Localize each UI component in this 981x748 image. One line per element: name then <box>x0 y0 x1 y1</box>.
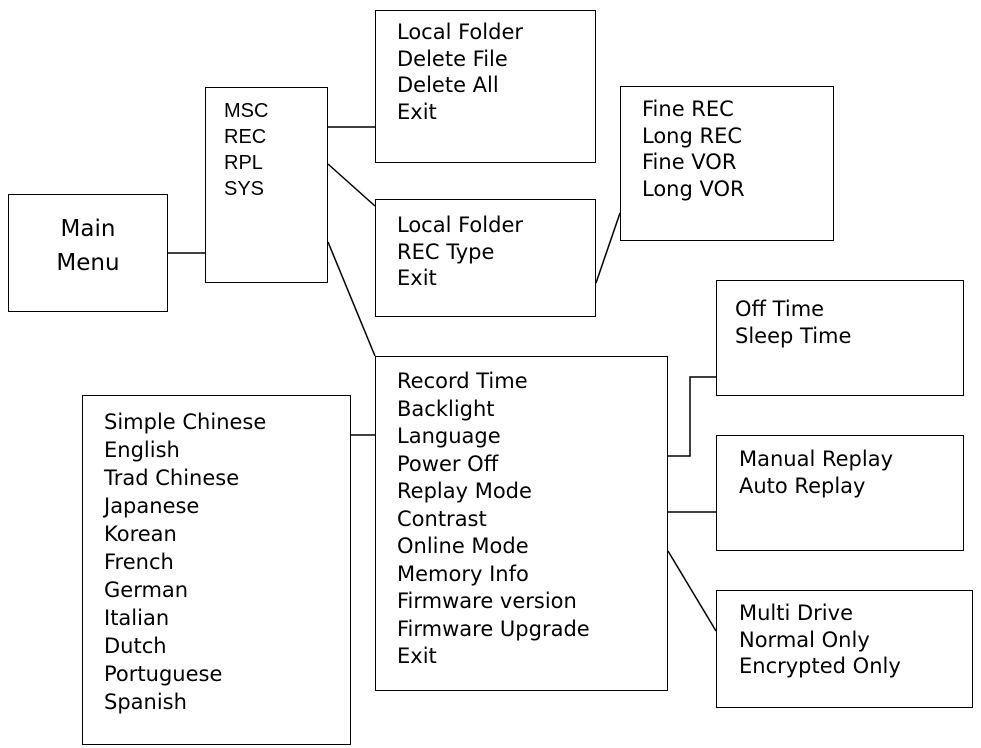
connector-sys <box>327 241 376 357</box>
power-menu-item: Sleep Time <box>735 323 852 348</box>
language-menu-item: Korean <box>104 522 177 546</box>
top-menu-list: MSC REC RPL SYS <box>224 98 268 202</box>
top-menu-item: SYS <box>224 178 265 200</box>
msc-menu-item: Local Folder <box>397 20 523 44</box>
top-menu-box: MSC REC RPL SYS <box>205 87 328 283</box>
sys-menu-item: Firmware version <box>397 589 577 613</box>
sys-menu-item: Record Time <box>397 369 528 393</box>
language-menu-item: English <box>104 438 180 462</box>
sys-menu-list: Record Time Backlight Language Power Off… <box>397 368 590 671</box>
sys-menu-item: Power Off <box>397 451 499 476</box>
msc-menu-list: Local Folder Delete File Delete All Exit <box>397 19 523 125</box>
power-menu-item: Off Time <box>735 297 825 321</box>
online-menu-item: Multi Drive <box>739 601 853 625</box>
rec-menu-box: Local Folder REC Type Exit <box>375 199 596 317</box>
language-menu-list: Simple Chinese English Trad Chinese Japa… <box>104 408 266 716</box>
language-menu-item: Spanish <box>104 690 187 714</box>
language-menu-item: French <box>104 550 174 574</box>
sys-menu-item: Backlight <box>397 396 495 421</box>
msc-menu-item: Delete All <box>397 73 499 97</box>
sys-menu-item: Online Mode <box>397 534 529 558</box>
rec-menu-item: Local Folder <box>397 213 523 237</box>
online-menu-item: Encrypted Only <box>739 654 901 678</box>
language-menu-box: Simple Chinese English Trad Chinese Japa… <box>82 395 351 745</box>
sys-menu-item: Language <box>397 424 501 448</box>
language-menu-item: Italian <box>104 606 170 630</box>
main-menu-box: Main Menu <box>8 194 168 312</box>
rec-menu-item: REC Type <box>397 239 495 264</box>
sys-menu-item: Exit <box>397 644 437 668</box>
rec-type-menu-item: Long VOR <box>642 176 745 201</box>
language-menu-item: Dutch <box>104 634 167 658</box>
language-menu-item: Simple Chinese <box>104 410 267 434</box>
rec-type-menu-item: Fine REC <box>642 97 734 121</box>
language-menu-item: Trad Chinese <box>104 466 240 490</box>
rec-type-menu-list: Fine REC Long REC Fine VOR Long VOR <box>642 96 745 202</box>
connector-power <box>668 376 716 457</box>
sys-menu-item: Replay Mode <box>397 479 532 503</box>
main-menu-label-line1: Main <box>60 216 116 242</box>
language-menu-item: German <box>104 578 189 602</box>
rec-type-menu-box: Fine REC Long REC Fine VOR Long VOR <box>620 86 834 241</box>
power-menu-list: Off Time Sleep Time <box>735 296 851 349</box>
rec-menu-item: Exit <box>397 266 437 290</box>
online-menu-box: Multi Drive Normal Only Encrypted Only <box>716 590 973 708</box>
rec-menu-list: Local Folder REC Type Exit <box>397 212 523 292</box>
main-menu-label-line2: Menu <box>56 250 120 276</box>
rec-type-menu-item: Fine VOR <box>642 150 737 174</box>
sys-menu-box: Record Time Backlight Language Power Off… <box>375 356 668 691</box>
replay-menu-box: Manual Replay Auto Replay <box>716 435 964 551</box>
connector-rec <box>327 163 376 207</box>
language-menu-item: Portuguese <box>104 662 223 686</box>
top-menu-item: RPL <box>224 152 263 174</box>
power-menu-box: Off Time Sleep Time <box>716 280 964 396</box>
top-menu-item: MSC <box>224 100 269 122</box>
sys-menu-item: Memory Info <box>397 561 529 586</box>
sys-menu-item: Firmware Upgrade <box>397 616 590 641</box>
msc-menu-item: Delete File <box>397 46 508 71</box>
online-menu-item: Normal Only <box>739 627 870 652</box>
connector-rec-type <box>595 212 621 284</box>
connector-online <box>667 550 717 632</box>
replay-menu-list: Manual Replay Auto Replay <box>739 446 893 499</box>
sys-menu-item: Contrast <box>397 506 487 531</box>
top-menu-item: REC <box>224 126 267 148</box>
language-menu-item: Japanese <box>104 494 200 518</box>
msc-menu-item: Exit <box>397 99 437 124</box>
rec-type-menu-item: Long REC <box>642 123 743 148</box>
replay-menu-item: Manual Replay <box>739 447 894 471</box>
msc-menu-box: Local Folder Delete File Delete All Exit <box>375 10 596 163</box>
replay-menu-item: Auto Replay <box>739 473 866 498</box>
online-menu-list: Multi Drive Normal Only Encrypted Only <box>739 600 901 680</box>
